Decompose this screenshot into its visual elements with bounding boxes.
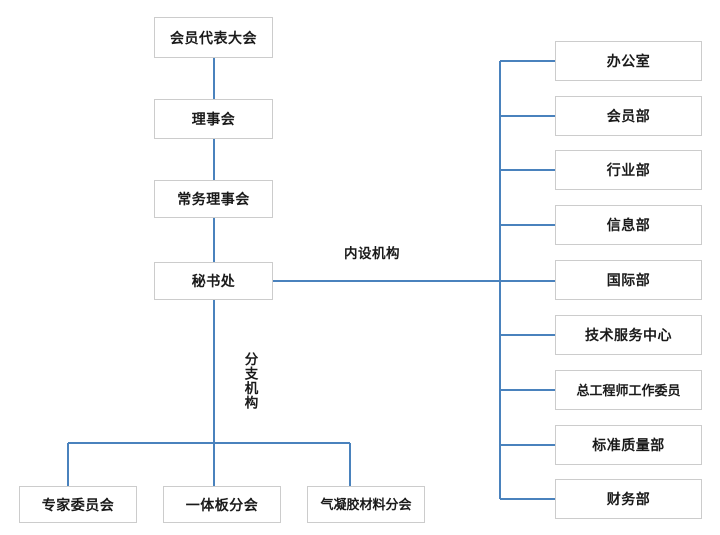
node-finance[interactable]: 财务部 <box>555 479 702 519</box>
label-internal-departments: 内设机构 <box>344 246 400 261</box>
node-office[interactable]: 办公室 <box>555 41 702 81</box>
node-assembly[interactable]: 会员代表大会 <box>154 17 273 58</box>
node-aerogel-materials[interactable]: 气凝胶材料分会 <box>307 486 425 523</box>
node-secretariat[interactable]: 秘书处 <box>154 262 273 300</box>
node-expert-committee[interactable]: 专家委员会 <box>19 486 137 523</box>
node-industry[interactable]: 行业部 <box>555 150 702 190</box>
node-standing-council[interactable]: 常务理事会 <box>154 180 273 218</box>
node-chief-engineer-committee[interactable]: 总工程师工作委员 <box>555 370 702 410</box>
label-branch-organizations: 分支机构 <box>242 352 258 410</box>
node-international[interactable]: 国际部 <box>555 260 702 300</box>
node-membership[interactable]: 会员部 <box>555 96 702 136</box>
node-integrated-panel[interactable]: 一体板分会 <box>163 486 281 523</box>
node-tech-service-center[interactable]: 技术服务中心 <box>555 315 702 355</box>
node-standards-quality[interactable]: 标准质量部 <box>555 425 702 465</box>
node-council[interactable]: 理事会 <box>154 99 273 139</box>
node-information[interactable]: 信息部 <box>555 205 702 245</box>
